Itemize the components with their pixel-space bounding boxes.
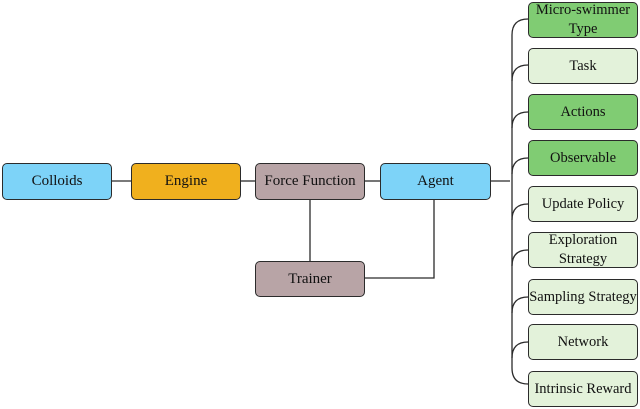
bracket-tick-update-policy xyxy=(511,203,529,221)
node-colloids-label: Colloids xyxy=(31,173,83,190)
node-trainer: Trainer xyxy=(255,261,365,297)
bracket-tick-network xyxy=(511,341,529,359)
edge-trainer-agent xyxy=(365,200,435,279)
bracket-tick-sampling xyxy=(511,296,529,314)
component-update-policy: Update Policy xyxy=(528,186,638,222)
bracket-tick-actions xyxy=(511,111,529,129)
node-force-function-label: Force Function xyxy=(264,173,356,190)
component-task: Task xyxy=(528,48,638,84)
component-sampling-strategy: Sampling Strategy xyxy=(528,279,638,315)
component-label: Network xyxy=(557,333,609,350)
component-actions: Actions xyxy=(528,94,638,130)
component-label: Update Policy xyxy=(541,195,625,212)
node-trainer-label: Trainer xyxy=(288,270,332,287)
component-label: Micro-swimmer Type xyxy=(535,2,631,37)
node-agent-label: Agent xyxy=(417,173,454,190)
bracket-tick-exploration xyxy=(511,249,529,267)
component-label: Task xyxy=(569,57,597,74)
node-engine-label: Engine xyxy=(164,173,208,190)
component-intrinsic-reward: Intrinsic Reward xyxy=(528,371,638,407)
component-label: Observable xyxy=(549,149,617,166)
component-observable: Observable xyxy=(528,140,638,176)
component-micro-swimmer-type: Micro-swimmer Type xyxy=(528,2,638,38)
component-label: Sampling Strategy xyxy=(529,288,637,305)
bracket-tick-observable xyxy=(511,157,529,175)
component-label: Exploration Strategy xyxy=(548,232,618,267)
node-force-function: Force Function xyxy=(255,163,365,200)
component-network: Network xyxy=(528,324,638,360)
bracket-tick-task xyxy=(511,64,529,82)
node-agent: Agent xyxy=(380,163,491,200)
component-label: Intrinsic Reward xyxy=(534,380,632,397)
component-exploration-strategy: Exploration Strategy xyxy=(528,232,638,268)
node-colloids: Colloids xyxy=(2,163,112,200)
component-label: Actions xyxy=(560,103,606,120)
node-engine: Engine xyxy=(131,163,241,200)
bracket-spine xyxy=(511,18,529,385)
